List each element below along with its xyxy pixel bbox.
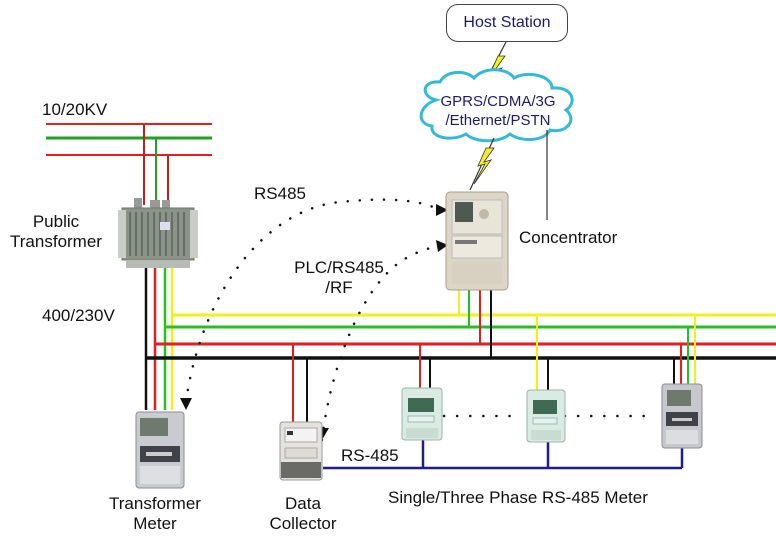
public-transformer-label: Public Transformer bbox=[2, 212, 110, 252]
data-collector-line1: Data bbox=[285, 494, 321, 513]
lightning-icon-lower bbox=[473, 147, 495, 185]
data-collector-line2: Collector bbox=[269, 514, 337, 533]
data-collector-label: Data Collector bbox=[262, 494, 344, 534]
rs485-link-dotted bbox=[184, 198, 442, 404]
plc-link-line1: PLC/RS485 bbox=[294, 258, 384, 277]
concentrator-device bbox=[445, 191, 509, 291]
single-phase-meter-2 bbox=[526, 389, 566, 443]
transformer-icon bbox=[118, 198, 198, 268]
transformer-meter-line2: Meter bbox=[133, 514, 177, 533]
arrow-to-concentrator-1 bbox=[436, 204, 448, 216]
data-collector-device bbox=[279, 421, 323, 481]
rs485-bus bbox=[323, 440, 684, 470]
plc-link-line2: /RF bbox=[325, 278, 353, 297]
plc-link-label: PLC/RS485 /RF bbox=[286, 258, 392, 298]
concentrator-label: Concentrator bbox=[519, 228, 618, 247]
public-transformer-line2: Transformer bbox=[10, 232, 102, 251]
cloud-icon bbox=[419, 68, 574, 143]
three-phase-meter bbox=[661, 383, 703, 449]
network-cloud-label: GPRS/CDMA/3G /Ethernet/PSTN bbox=[424, 92, 572, 130]
transformer-meter-device bbox=[135, 411, 185, 489]
arrow-to-transformer-meter bbox=[180, 398, 192, 410]
network-cloud-line2: /Ethernet/PSTN bbox=[445, 112, 551, 129]
arrow-to-concentrator-2 bbox=[436, 240, 448, 252]
single-phase-meter-1 bbox=[401, 387, 443, 441]
rs485-meters-label: Single/Three Phase RS-485 Meter bbox=[388, 488, 648, 507]
host-station-label: Host Station bbox=[463, 14, 551, 31]
public-transformer-line1: Public bbox=[32, 212, 80, 231]
high-voltage-lines bbox=[46, 123, 212, 205]
rs485-bus-label: RS-485 bbox=[341, 446, 399, 465]
high-voltage-label: 10/20KV bbox=[42, 100, 108, 119]
network-cloud-line1: GPRS/CDMA/3G bbox=[440, 93, 556, 110]
transformer-meter-label: Transformer Meter bbox=[96, 494, 214, 534]
transformer-meter-line1: Transformer bbox=[109, 494, 201, 513]
low-voltage-label: 400/230V bbox=[42, 306, 115, 325]
host-station-node: Host Station bbox=[446, 4, 568, 42]
low-voltage-bus bbox=[146, 313, 776, 360]
rs485-link-label: RS485 bbox=[254, 184, 306, 203]
